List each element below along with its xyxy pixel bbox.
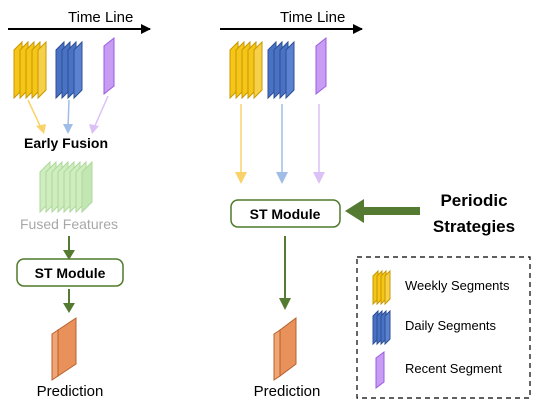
fused-features-label: Fused Features	[20, 216, 118, 232]
left-timeline-label: Time Line	[68, 9, 133, 26]
left-st-module-box	[16, 258, 124, 287]
legend-recent-label: Recent Segment	[405, 361, 502, 376]
right-st-module-label: ST Module	[250, 206, 321, 222]
fused-features-cube	[39, 160, 93, 214]
left-recent-arrow	[93, 95, 109, 129]
left-weekly-arrow	[27, 99, 43, 131]
legend-weekly-label: Weekly Segments	[405, 278, 510, 293]
right-prediction-label: Prediction	[254, 383, 321, 400]
left-prediction-label: Prediction	[37, 383, 104, 400]
legend-daily-icon	[372, 309, 391, 346]
periodic-strategies-label-line1: Periodic	[440, 191, 507, 210]
left-daily-segment-stack	[55, 40, 83, 100]
right-daily-segment-stack	[267, 40, 295, 100]
right-st-module-box	[230, 199, 341, 228]
early-fusion-label: Early Fusion	[24, 135, 108, 151]
legend: Weekly Segments Daily Segments Recent Se…	[356, 256, 531, 399]
right-recent-segment	[315, 36, 327, 96]
left-st-module-label: ST Module	[35, 265, 106, 281]
right-prediction-segment	[279, 317, 297, 377]
left-prediction-segment	[57, 317, 77, 377]
legend-border	[356, 256, 531, 399]
left-panel: Time Line Early Fusion	[8, 9, 151, 400]
right-weekly-segment-stack	[229, 40, 263, 100]
periodic-strategies-label-line2: Strategies	[433, 217, 515, 236]
legend-daily-label: Daily Segments	[405, 318, 497, 333]
left-daily-arrow	[67, 99, 70, 129]
right-timeline-label: Time Line	[280, 9, 345, 26]
right-panel: Time Line ST Module	[220, 9, 515, 400]
periodic-strategies-arrow	[345, 199, 420, 223]
left-weekly-segment-stack	[13, 40, 47, 100]
legend-recent-icon	[375, 351, 385, 389]
left-recent-segment	[103, 36, 115, 96]
legend-weekly-icon	[372, 269, 391, 306]
